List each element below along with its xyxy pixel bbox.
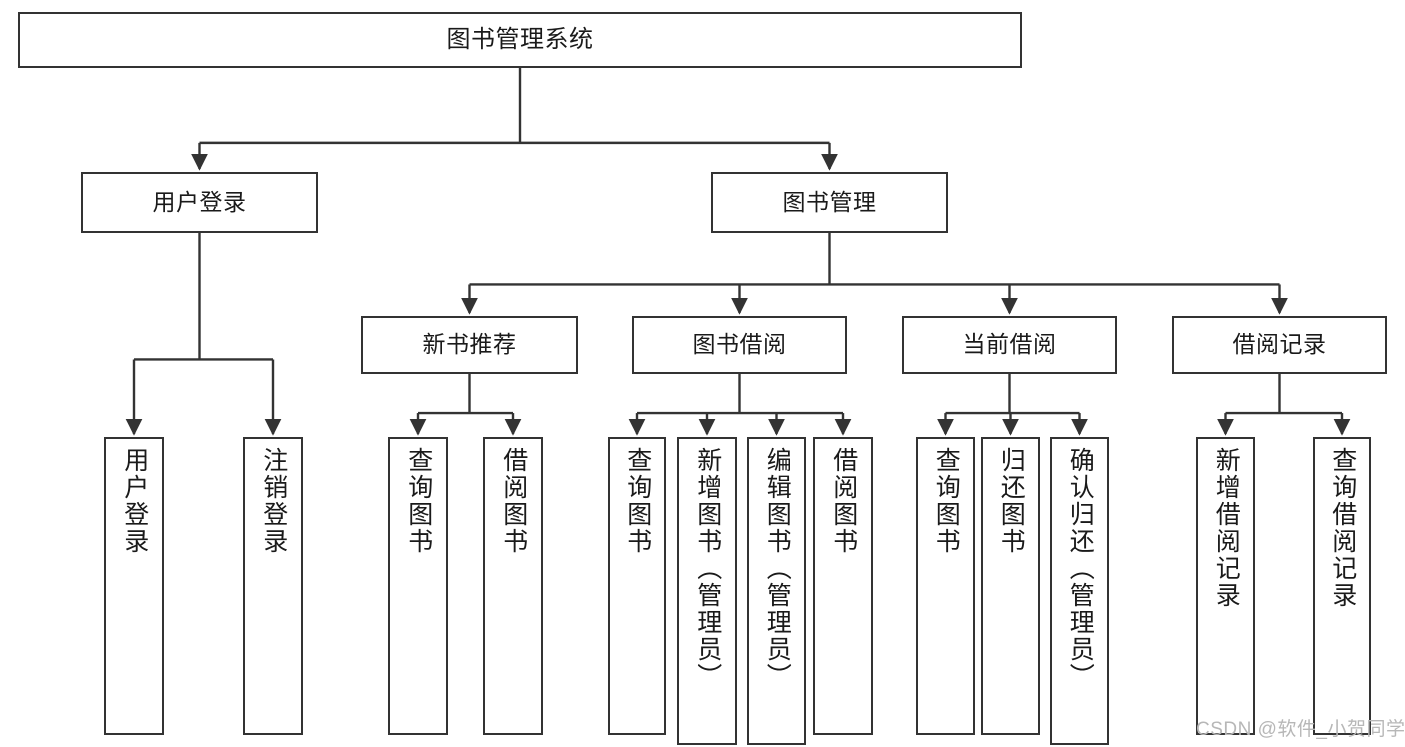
node-leaf-borrow-book-1[interactable]: 借阅图书 (483, 437, 543, 735)
node-leaf-add-book[interactable]: 新增图书（管理员） (677, 437, 737, 745)
node-book-manage[interactable]: 图书管理 (711, 172, 948, 233)
node-label: 查询图书 (404, 447, 433, 555)
node-label: 确认归还（管理员） (1066, 447, 1095, 690)
node-user-login[interactable]: 用户登录 (81, 172, 318, 233)
node-label: 用户登录 (152, 188, 247, 215)
node-label: 借阅图书 (499, 447, 528, 555)
node-leaf-borrow-book-2[interactable]: 借阅图书 (813, 437, 873, 735)
node-label: 新书推荐 (422, 331, 517, 358)
node-leaf-query-book-1[interactable]: 查询图书 (388, 437, 448, 735)
node-current-borrow[interactable]: 当前借阅 (902, 316, 1117, 374)
node-label: 新增图书（管理员） (693, 447, 722, 690)
node-label: 图书管理系统 (446, 25, 594, 53)
node-label: 图书借阅 (692, 331, 787, 358)
node-leaf-return-book[interactable]: 归还图书 (981, 437, 1040, 735)
node-label: 归还图书 (997, 447, 1026, 555)
node-label: 图书管理 (782, 188, 877, 215)
node-leaf-confirm-return[interactable]: 确认归还（管理员） (1050, 437, 1109, 745)
node-label: 借阅图书 (829, 447, 858, 555)
node-leaf-query-book-2[interactable]: 查询图书 (608, 437, 666, 735)
node-label: 查询图书 (623, 447, 652, 555)
node-label: 当前借阅 (962, 331, 1057, 358)
node-leaf-user-logout[interactable]: 注销登录 (243, 437, 303, 735)
node-leaf-edit-book[interactable]: 编辑图书（管理员） (747, 437, 806, 745)
node-label: 新增借阅记录 (1212, 447, 1241, 609)
node-label: 查询图书 (932, 447, 961, 555)
node-label: 编辑图书（管理员） (763, 447, 792, 690)
csdn-watermark: CSDN @软件_小贺同学 (1196, 719, 1405, 740)
node-new-book-recommend[interactable]: 新书推荐 (361, 316, 578, 374)
node-label: 用户登录 (120, 447, 149, 555)
node-book-borrow[interactable]: 图书借阅 (632, 316, 847, 374)
node-label: 注销登录 (259, 447, 288, 555)
node-leaf-query-book-3[interactable]: 查询图书 (916, 437, 975, 735)
node-root[interactable]: 图书管理系统 (18, 12, 1022, 68)
node-leaf-add-record[interactable]: 新增借阅记录 (1196, 437, 1255, 735)
node-leaf-user-login[interactable]: 用户登录 (104, 437, 164, 735)
node-borrow-record[interactable]: 借阅记录 (1172, 316, 1387, 374)
node-label: 查询借阅记录 (1328, 447, 1357, 609)
node-leaf-query-record[interactable]: 查询借阅记录 (1313, 437, 1371, 735)
node-label: 借阅记录 (1232, 331, 1327, 358)
